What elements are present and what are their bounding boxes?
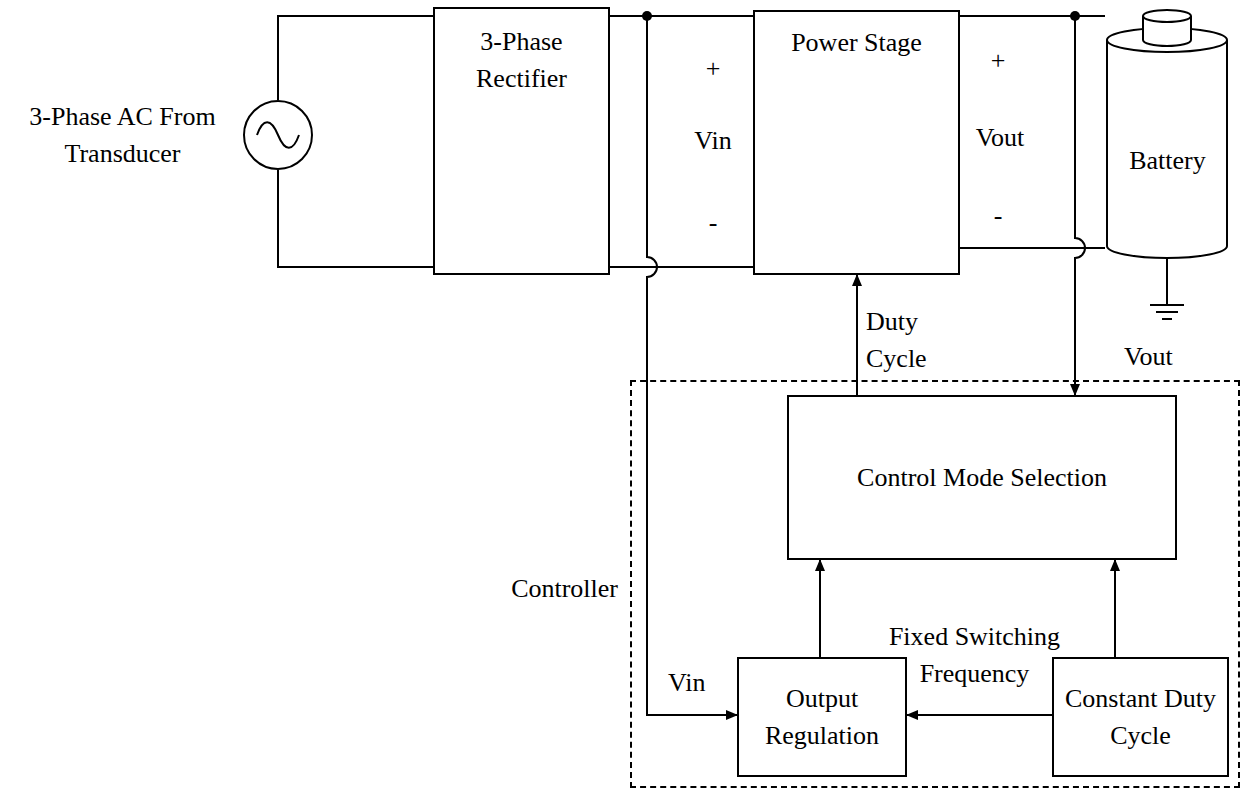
controller-group: ControllerControl Mode SelectionOutput R… bbox=[630, 380, 1240, 788]
node-text: Control Mode Selection bbox=[857, 459, 1107, 496]
power-wire bbox=[960, 16, 1105, 248]
signal-label: Vout bbox=[1124, 338, 1194, 375]
battery-cell: Battery bbox=[1105, 6, 1230, 264]
voltage-label: + bbox=[706, 50, 721, 87]
signal-label: Fixed Switching Frequency bbox=[872, 618, 1077, 692]
duty-cycle-box: Constant Duty Cycle bbox=[1052, 657, 1229, 777]
voltage-label: Vout bbox=[976, 119, 1025, 156]
power-stage-box: Power Stage bbox=[753, 10, 960, 275]
ground-symbol bbox=[1156, 311, 1178, 313]
signal-arrow bbox=[1114, 560, 1116, 657]
junction-dot bbox=[642, 11, 652, 21]
ground-wire bbox=[1166, 253, 1168, 305]
sine-wave bbox=[257, 122, 299, 148]
ac-source: 3-Phase AC From Transducer bbox=[243, 100, 313, 170]
node-text: Battery bbox=[1129, 142, 1206, 179]
mode-selection-box: Control Mode Selection bbox=[787, 395, 1177, 560]
rectifier-box: 3-Phase Rectifier bbox=[433, 7, 610, 275]
ac-source-symbol bbox=[243, 100, 313, 170]
junction-dot bbox=[1070, 11, 1080, 21]
output-regulation-box: Output Regulation bbox=[737, 657, 907, 777]
node-text: Output Regulation bbox=[745, 680, 899, 754]
ground-symbol bbox=[1150, 304, 1184, 306]
voltage-label: - bbox=[994, 197, 1003, 234]
voltage-label: + bbox=[991, 42, 1006, 79]
battery-body bbox=[1107, 40, 1227, 258]
node-text: 3-Phase AC From Transducer bbox=[10, 98, 235, 172]
signal-arrow bbox=[819, 560, 821, 657]
node-text: Power Stage bbox=[791, 24, 922, 61]
battery-outline bbox=[1105, 6, 1230, 264]
node-text: Constant Duty Cycle bbox=[1060, 680, 1221, 754]
signal-arrow bbox=[1075, 16, 1105, 395]
node-text: Controller bbox=[511, 570, 618, 607]
signal-arrow bbox=[856, 275, 858, 395]
signal-arrow bbox=[907, 714, 1052, 716]
node-text: 3-Phase Rectifier bbox=[441, 23, 602, 97]
battery-cap-top bbox=[1143, 10, 1191, 22]
source-circle bbox=[244, 101, 312, 169]
signal-label: Duty Cycle bbox=[866, 303, 956, 377]
signal-label: Vin bbox=[668, 664, 724, 701]
voltage-label: - bbox=[709, 204, 718, 241]
power-wire bbox=[610, 16, 753, 267]
ground-symbol bbox=[1162, 318, 1172, 320]
voltage-label: Vin bbox=[694, 122, 731, 159]
